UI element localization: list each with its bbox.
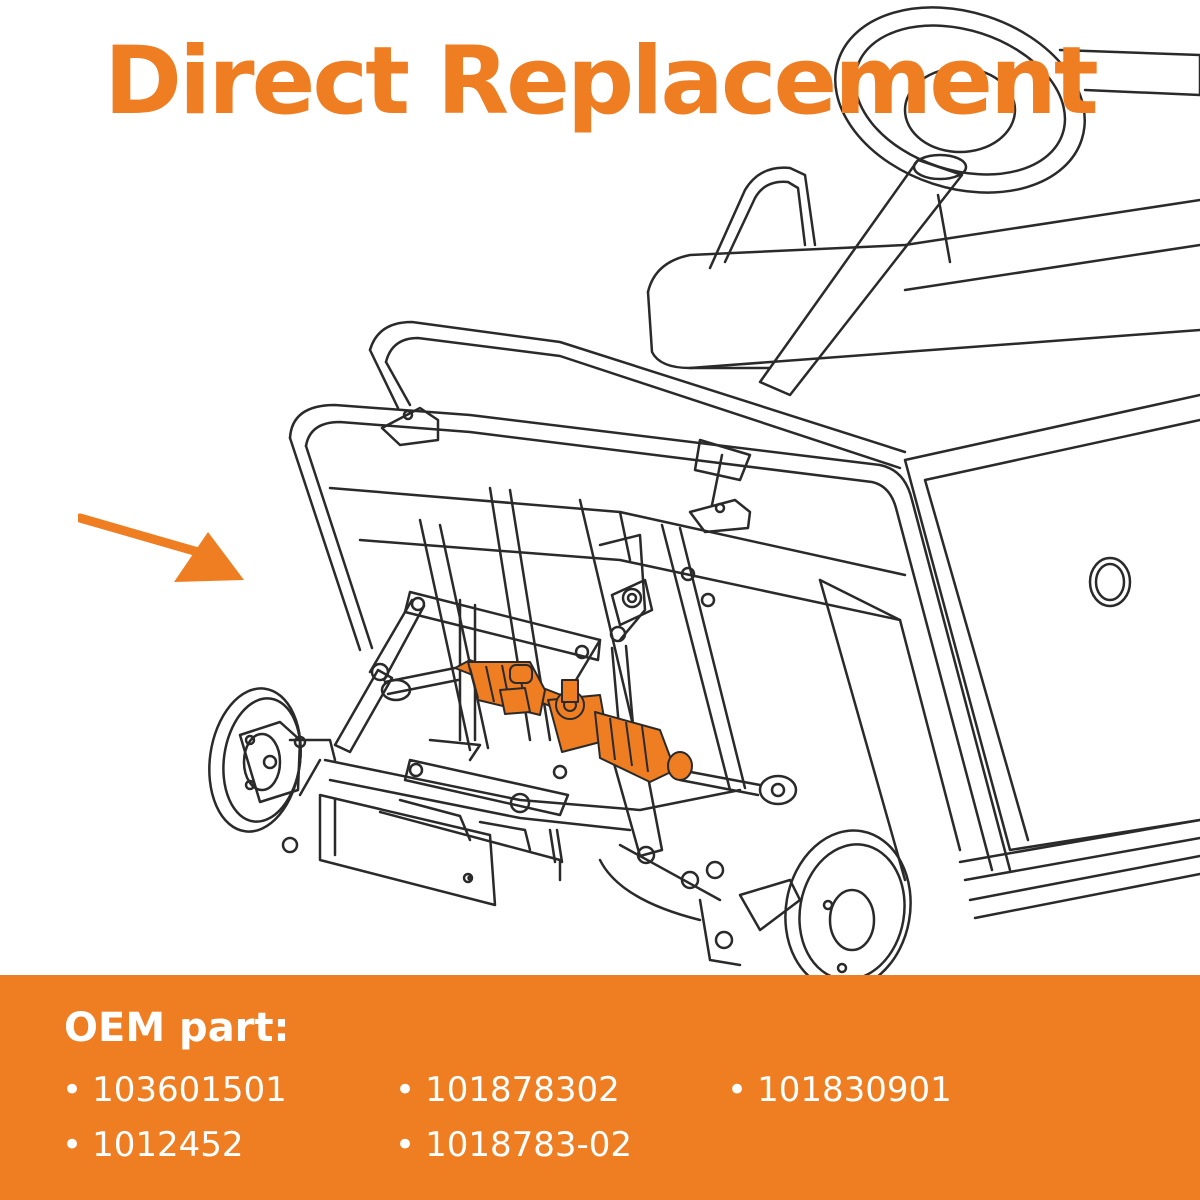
oem-part-number: 1012452	[92, 1125, 244, 1165]
oem-part-item: •103601501	[62, 1070, 287, 1110]
oem-parts-footer: OEM part: •103601501 •101878302 •1018309…	[0, 975, 1200, 1200]
oem-part-number: 103601501	[92, 1070, 287, 1110]
front-bumper-loop	[288, 403, 1012, 872]
mounting-bracket-right	[688, 498, 752, 534]
oem-part-title: OEM part:	[64, 1005, 290, 1051]
bullet-icon: •	[62, 1125, 83, 1165]
right-front-wheel	[680, 829, 912, 975]
left-front-wheel	[208, 687, 337, 854]
golf-cart-steering-illustration	[208, 6, 1200, 975]
bullet-icon: •	[727, 1070, 748, 1110]
steering-column	[758, 153, 968, 397]
lower-control-arm	[323, 738, 742, 922]
tie-rod-left	[380, 666, 460, 702]
left-shock-absorber	[333, 598, 426, 754]
arrow-right-down-icon	[78, 513, 244, 582]
frame-bolts	[609, 566, 716, 643]
oem-part-item: •1018783-02	[395, 1125, 632, 1165]
bullet-icon: •	[395, 1125, 416, 1165]
steering-rack-highlight	[454, 659, 693, 783]
oem-part-number: 1018783-02	[425, 1125, 633, 1165]
bullet-icon: •	[62, 1070, 83, 1110]
mounting-bracket-left	[380, 406, 440, 447]
front-skid-plate	[318, 793, 564, 907]
oem-part-item: •1012452	[62, 1125, 244, 1165]
seat	[646, 198, 1200, 370]
upper-bumper	[368, 320, 907, 470]
inner-frame	[328, 486, 962, 882]
oem-part-item: •101830901	[727, 1070, 952, 1110]
headline: Direct Replacement	[104, 27, 1099, 136]
oem-part-number: 101830901	[757, 1070, 952, 1110]
bullet-icon: •	[395, 1070, 416, 1110]
tie-rod-right	[678, 768, 798, 806]
seat-handle	[708, 166, 952, 270]
oem-part-number: 101878302	[425, 1070, 620, 1110]
oem-part-item: •101878302	[395, 1070, 620, 1110]
mounting-bracket-rear	[693, 438, 752, 507]
cart-body	[903, 393, 1200, 920]
